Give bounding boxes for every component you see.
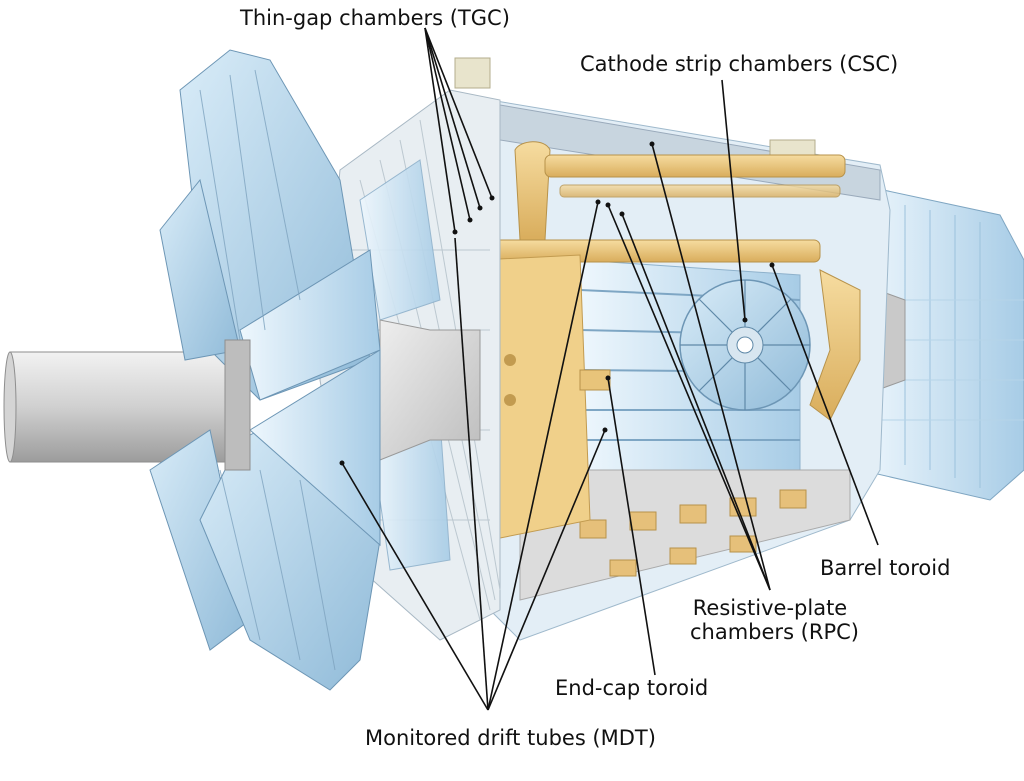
beam-pipe (3, 319, 481, 463)
csc-label: Cathode strip chambers (CSC) (580, 52, 899, 76)
leader-lines (341, 27, 879, 711)
rpc-label-line2: chambers (RPC) (690, 620, 859, 644)
big-wheel (149, 49, 381, 691)
mdt-label: Monitored drift tubes (MDT) (365, 726, 656, 750)
endcap-toroid (479, 254, 611, 541)
central-wheel (679, 279, 811, 411)
rpc-label: Resistive-plate chambers (RPC) (690, 596, 859, 644)
barrel-toroid-label: Barrel toroid (820, 556, 951, 580)
leader-endpoints (339, 141, 775, 466)
rpc-label-line1: Resistive-plate (692, 596, 848, 620)
endcap-toroid-label: End-cap toroid (555, 676, 709, 700)
tgc-label: Thin-gap chambers (TGC) (240, 6, 510, 30)
